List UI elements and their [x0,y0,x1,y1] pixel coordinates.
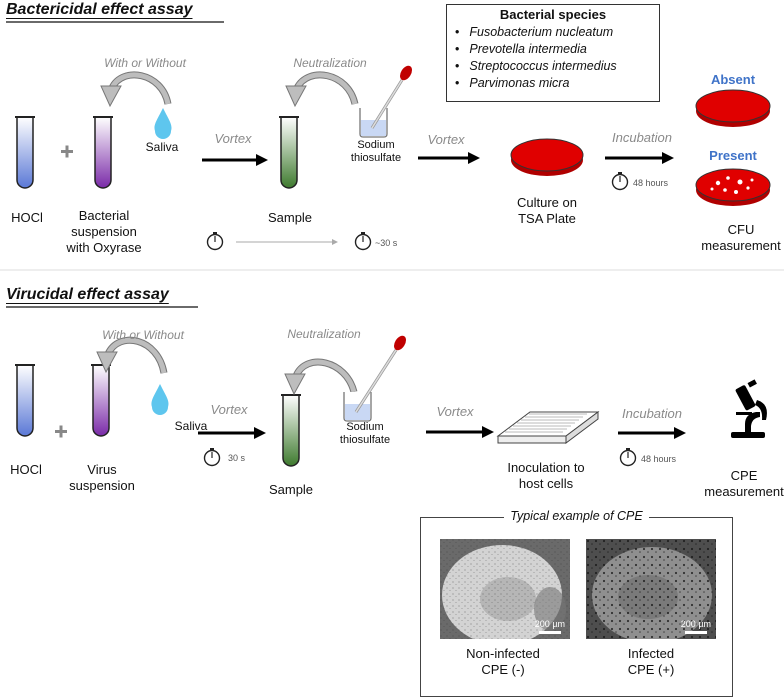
bact-plus-icon [61,145,73,158]
bact-absent-label: Absent [710,72,756,87]
infected-label: Infected CPE (+) [627,646,675,677]
vir-with-or-without: With or Without [102,328,184,342]
vir-incubation-arrow [618,427,686,439]
species-item: Parvimonas micra [455,75,659,92]
bact-present-plate-icon [695,168,771,206]
bact-cfu-label: CFU measurement [701,222,781,253]
bact-timer-start-icon [206,232,224,251]
bact-suspension-label: Bacterial suspension with Oxyrase [66,208,142,255]
bact-neutralization-label: Neutralization [293,56,367,70]
vir-vortex1-label: Vortex [210,402,248,417]
species-list: Fusobacterium nucleatum Prevotella inter… [455,24,659,92]
bact-curved-arrow-icon [100,71,172,108]
bact-present-label: Present [709,148,757,163]
bact-hocl-tube [15,116,35,189]
vir-inoculation-label: Inoculation to host cells [507,460,585,491]
vir-vortex-arrow-1 [198,427,266,439]
bact-incubation-time: 48 hours [633,178,669,188]
vir-well-plate-icon [496,411,600,444]
bact-section-title: Bactericidal effect assay [6,1,193,18]
bact-suspension-tube [93,116,113,189]
noninfected-scale-label: 200 µm [534,619,565,629]
vir-hocl-label: HOCl [10,462,42,477]
vir-incubation-label: Incubation [622,406,682,421]
vir-vortex2-label: Vortex [436,404,474,419]
bact-timer-neutral-icon [354,232,372,251]
infected-scale-bar [685,631,707,634]
bact-vortex-arrow-2 [418,152,480,164]
bact-neutral-curved-arrow-icon [285,71,359,108]
vir-plus-icon [55,425,67,438]
bact-sample-label: Sample [267,210,313,225]
vir-sodium-label: Sodium thiosulfate [339,421,391,446]
cpe-example-box: Typical example of CPE 200 µm 200 µm Non… [420,509,733,697]
species-item: Fusobacterium nucleatum [455,24,659,41]
bact-hocl-label: HOCl [11,210,43,225]
bact-time-line-head [332,239,338,245]
vir-neutral-curved-arrow-icon [284,358,358,396]
bact-vortex-arrow-1 [202,154,268,166]
vir-saliva-drop-icon [151,384,169,415]
vir-section-title: Virucidal effect assay [6,286,169,303]
bact-vortex2-label: Vortex [427,132,465,147]
bact-neutral-time: ~30 s [375,238,398,248]
species-box-title: Bacterial species [499,7,607,22]
bacterial-species-box: Bacterial species Fusobacterium nucleatu… [446,4,660,102]
microscope-icon [731,379,767,438]
vir-suspension-label: Virus suspension [69,462,135,493]
noninfected-micrograph: 200 µm [440,539,570,639]
vir-vortex-time: 30 s [228,453,246,463]
bact-timer-incubation-icon [611,172,629,191]
noninfected-label: Non-infected CPE (-) [466,646,540,677]
bact-incubation-label: Incubation [612,130,672,145]
bact-beaker-pipette-icon [359,65,412,138]
vir-curved-arrow-icon [96,336,168,374]
bact-sample-tube [279,116,299,189]
vir-sample-label: Sample [268,482,314,497]
bact-tsa-plate-icon [510,138,584,176]
infected-micrograph: 200 µm [586,539,716,639]
species-item: Streptococcus intermedius [455,58,659,75]
noninfected-scale-bar [539,631,561,634]
infected-scale-label: 200 µm [680,619,711,629]
vir-beaker-pipette-icon [343,335,406,422]
species-item: Prevotella intermedia [455,41,659,58]
bact-culture-label: Culture on TSA Plate [517,195,577,226]
vir-suspension-tube [91,364,111,437]
infected-micrograph-image [586,539,716,639]
bact-absent-plate-icon [695,89,771,127]
noninfected-micrograph-image [440,539,570,639]
vir-hocl-tube [15,364,35,437]
vir-neutralization-label: Neutralization [287,327,361,341]
vir-saliva-label: Saliva [174,419,208,433]
cpe-box-title: Typical example of CPE [421,509,732,523]
vir-vortex-arrow-2 [426,426,494,438]
bact-incubation-arrow [605,152,674,164]
vir-incubation-time: 48 hours [641,454,677,464]
bact-vortex1-label: Vortex [214,131,252,146]
vir-cpe-label: CPE measurement [704,468,784,499]
vir-timer-incubation-icon [619,448,637,467]
bact-saliva-drop-icon [154,108,172,139]
bact-with-or-without: With or Without [104,56,186,70]
bact-sodium-label: Sodium thiosulfate [350,139,402,164]
vir-timer-vortex-icon [203,448,221,467]
bact-saliva-label: Saliva [145,140,179,154]
vir-sample-tube [281,394,301,467]
